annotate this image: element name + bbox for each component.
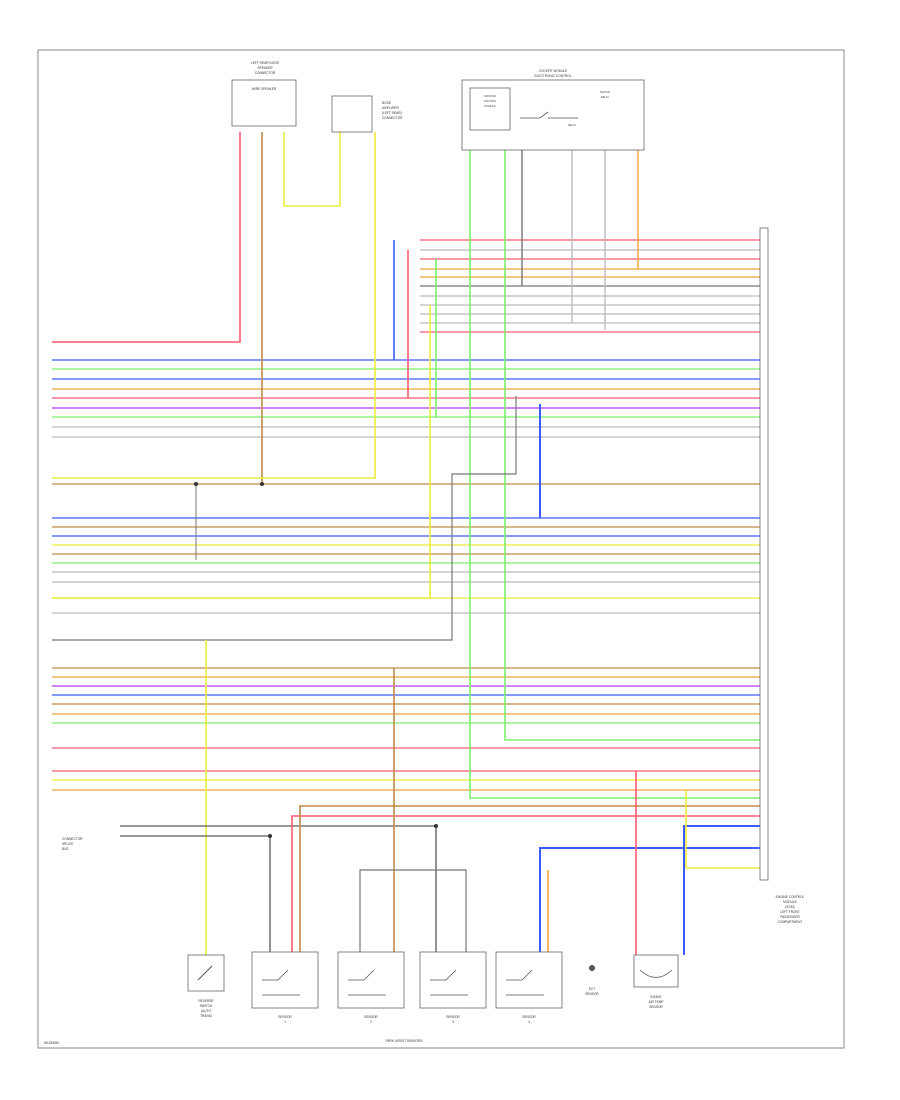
cockpit-module: COCKPIT MODULE ELECTRONIC CONTROL GROUND… (461, 69, 645, 151)
cockpit-inner-right-1: SWITCH (600, 90, 610, 94)
svg-text:AIR TEMP: AIR TEMP (649, 1000, 664, 1004)
svg-text:(AUTO: (AUTO (201, 1009, 211, 1013)
sensor-blue (539, 847, 760, 952)
svg-text:ECT: ECT (589, 987, 595, 991)
amplifier-connector: BOSE AMPLIFIER (LEFT REAR) CONNECTOR (331, 95, 403, 133)
svg-text:TRANS): TRANS) (200, 1014, 212, 1018)
park-assist-caption: PARK ASSIST SENSORS (386, 1039, 423, 1043)
cockpit-inner-left-3: MODULE (484, 104, 495, 108)
svg-text:REVERSE: REVERSE (198, 999, 213, 1003)
left-rear-speaker-connector: LEFT REAR DOOR SPEAKER CONNECTOR WIRE SP… (231, 61, 297, 127)
speaker-sublabel: WIRE SPEAKER (252, 87, 277, 91)
speaker-wire-red (52, 132, 241, 343)
wire-layer (52, 132, 760, 955)
black-jog (52, 396, 517, 641)
reverse-switch: REVERSE SWITCH (AUTO TRANS) (187, 954, 225, 1018)
amp-label-2: AMPLIFIER (382, 106, 400, 110)
cockpit-inner-left-2: CONTROL (484, 99, 497, 103)
ecm-connector: ENGINE CONTROL MODULE (ECM) LEFT FRONT P… (759, 227, 805, 924)
svg-text:SENSOR: SENSOR (446, 1015, 460, 1019)
footer-code: W1234567 (44, 1041, 60, 1045)
cockpit-title-2: ELECTRONIC CONTROL (534, 74, 571, 78)
splice-dot-3 (434, 824, 438, 828)
splice-dot-2 (194, 482, 198, 486)
park-sensor-4: SENSOR 4 (495, 951, 563, 1024)
cockpit-title-1: COCKPIT MODULE (539, 69, 568, 73)
ecm-label-6: COMPARTMENT (778, 920, 803, 924)
svg-text:SENSOR: SENSOR (522, 1015, 536, 1019)
speaker-title-1: LEFT REAR DOOR (251, 61, 280, 65)
splice-dot-4 (268, 834, 272, 838)
speaker-wire-yellow (283, 132, 341, 207)
amp-label-4: CONNECTOR (382, 116, 403, 120)
ecm-label-5: PASSENGER (780, 915, 800, 919)
svg-text:INTAKE: INTAKE (650, 995, 661, 999)
cockpit-inner-sub: RELAY (568, 123, 577, 127)
park-sensor-1: SENSOR 1 (251, 951, 319, 1024)
diagram-frame (37, 49, 845, 1049)
ecm-label-1: ENGINE CONTROL (776, 895, 805, 899)
cockpit-inner-right-2: RELAY (601, 95, 610, 99)
svg-text:3: 3 (452, 1020, 454, 1024)
amp-label-3: (LEFT REAR) (382, 111, 402, 115)
sensor-red (291, 815, 760, 952)
splice-label-1: CONNECTOR (62, 837, 83, 841)
splice-label-3: BUS (62, 847, 69, 851)
svg-text:4: 4 (528, 1020, 530, 1024)
ecm-label-2: MODULE (783, 900, 797, 904)
cockpit-green-2 (504, 150, 760, 741)
amp-wire-yellow (52, 132, 376, 479)
speaker-title-3: CONNECTOR (255, 71, 276, 75)
park-sensor-2: SENSOR 2 (337, 951, 405, 1024)
sensor-black (359, 869, 467, 952)
splice-dot-1 (260, 482, 264, 486)
park-sensor-3: SENSOR 3 (419, 951, 487, 1024)
speaker-title-2: SPEAKER (257, 66, 273, 70)
sensor-brown (299, 805, 760, 952)
wire-yellow-drop (52, 305, 431, 599)
svg-text:SENSOR: SENSOR (585, 992, 599, 996)
svg-text:2: 2 (370, 1020, 372, 1024)
bus-wire-1 (120, 825, 437, 952)
bus-wire-2 (120, 835, 271, 952)
ecm-label-3: (ECM) (785, 905, 794, 909)
cockpit-inner-left-1: GROUND (484, 94, 496, 98)
ect-sensor: ECT SENSOR (585, 965, 599, 996)
splice-bus: CONNECTOR SPLICE BUS (62, 837, 83, 851)
svg-text:1: 1 (284, 1020, 286, 1024)
cockpit-green-1 (469, 150, 760, 799)
svg-text:SENSOR: SENSOR (649, 1005, 663, 1009)
splice-label-2: SPLICE (62, 842, 73, 846)
svg-text:SENSOR: SENSOR (278, 1015, 292, 1019)
intake-air-temp-sensor: INTAKE AIR TEMP SENSOR (633, 954, 679, 1009)
iat-blue (683, 825, 760, 955)
relay-contact-symbol (520, 111, 578, 119)
amp-label-1: BOSE (382, 101, 391, 105)
ecm-label-4: LEFT FRONT (780, 910, 800, 914)
svg-text:SWITCH: SWITCH (200, 1004, 213, 1008)
svg-text:SENSOR: SENSOR (364, 1015, 378, 1019)
